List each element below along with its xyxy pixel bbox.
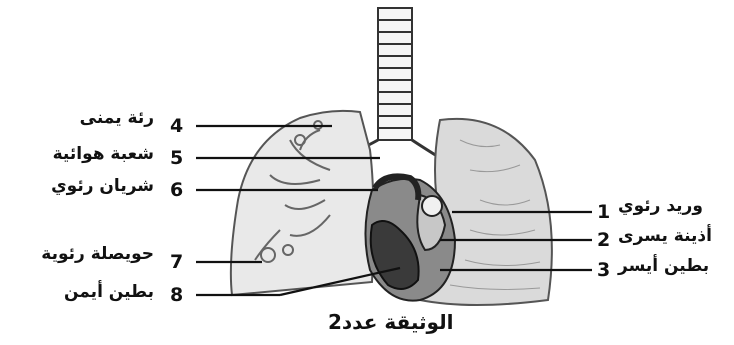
label-number-4: 4: [170, 115, 183, 137]
label-alveolus: حويصلة رئوية: [41, 244, 154, 264]
label-left-atrium: أذينة يسرى: [618, 226, 712, 246]
label-number-7: 7: [170, 251, 183, 273]
trachea: [378, 8, 412, 140]
label-number-2: 2: [597, 229, 610, 251]
right-lung-shape: [231, 111, 374, 295]
label-right-ventricle: بطين أيمن: [64, 282, 154, 302]
label-bronchus: شعبة هوائية: [53, 144, 154, 164]
label-number-1: 1: [597, 201, 610, 223]
label-number-8: 8: [170, 284, 183, 306]
document-caption: الوثيقة عدد2: [328, 310, 453, 334]
label-pulmonary-artery: شريان رئوي: [51, 176, 154, 196]
pulmonary-vein-shape: [422, 196, 442, 216]
label-number-6: 6: [170, 179, 183, 201]
label-right-lung: رئة يمنى: [80, 108, 154, 128]
label-left-ventricle: بطين أيسر: [618, 256, 709, 276]
label-pulmonary-vein: وريد رئوي: [618, 196, 703, 216]
label-number-5: 5: [170, 147, 183, 169]
label-number-3: 3: [597, 259, 610, 281]
